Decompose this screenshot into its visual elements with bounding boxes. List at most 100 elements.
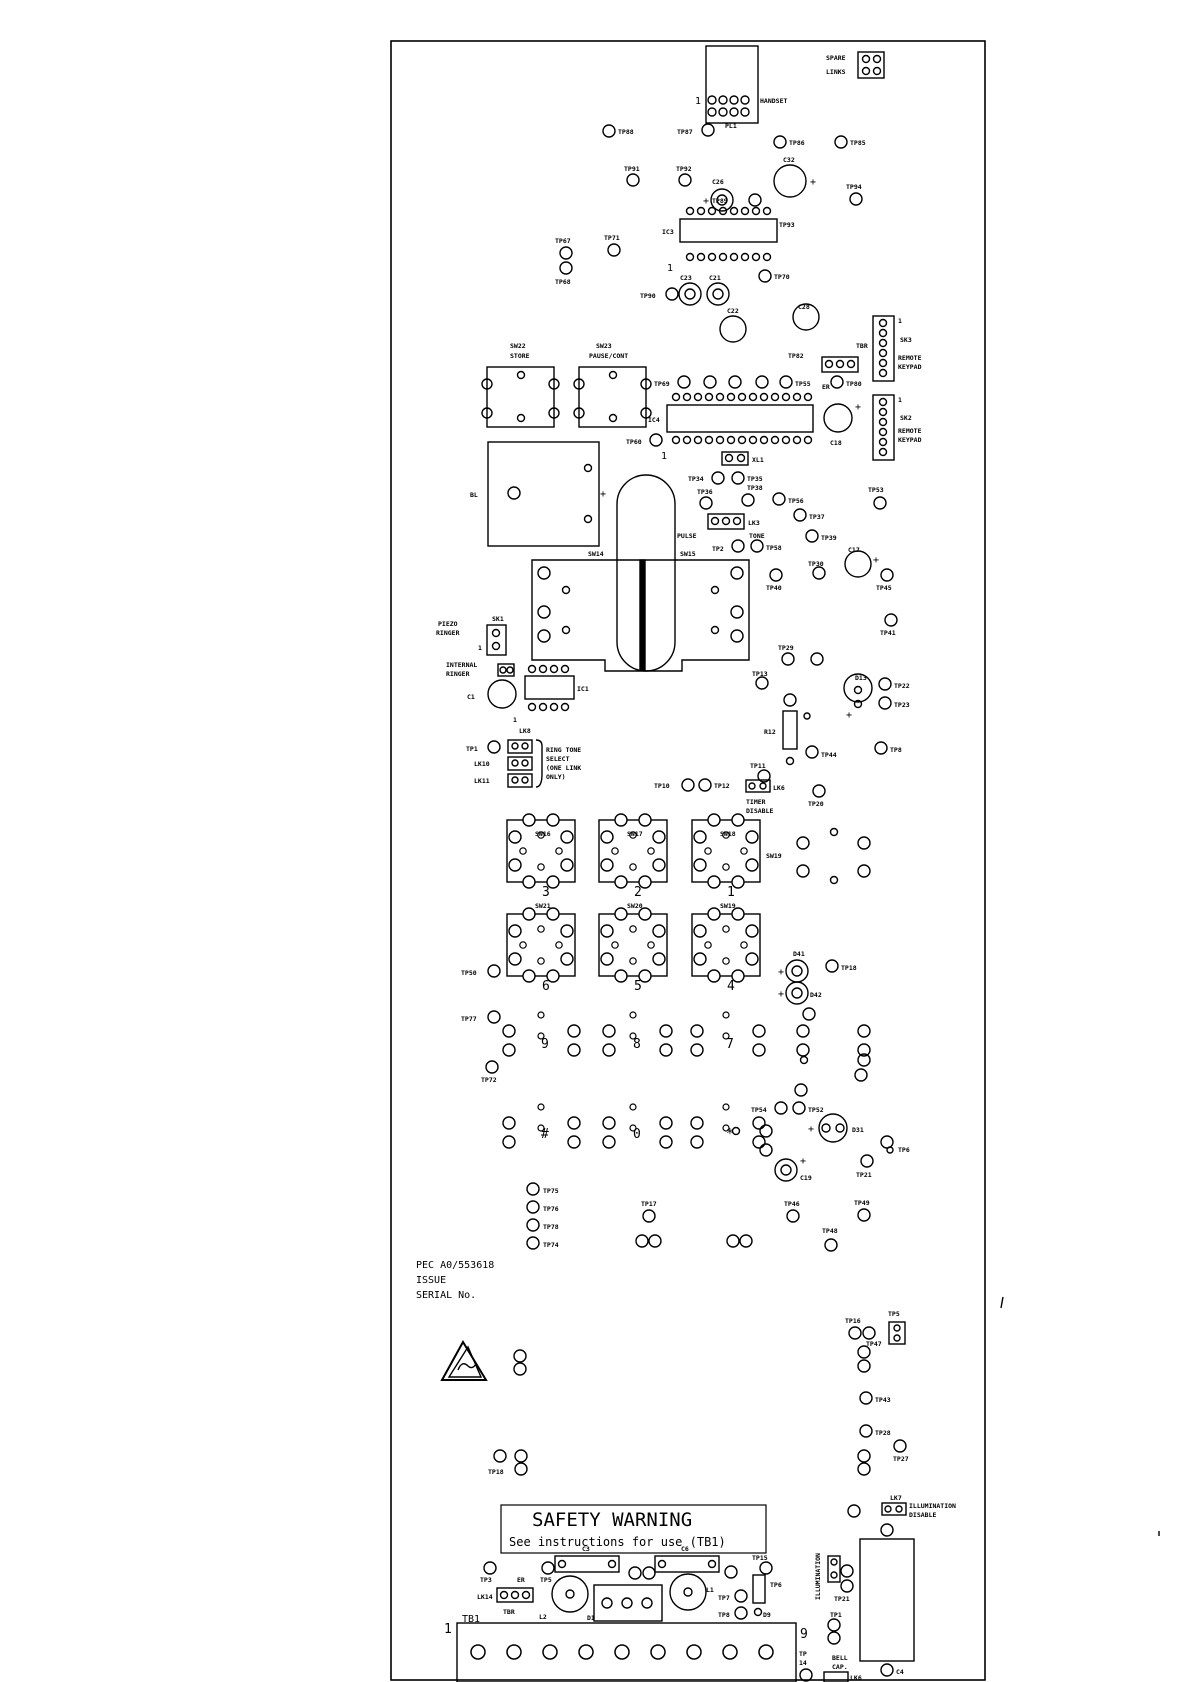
svg-text:KEYPAD: KEYPAD bbox=[898, 436, 922, 444]
tp36-label: TP36 bbox=[697, 488, 713, 496]
svg-text:14: 14 bbox=[799, 1659, 807, 1667]
tb1-label: TB1 bbox=[462, 1614, 480, 1625]
keypad-pad bbox=[502, 1043, 516, 1057]
keypad-pad bbox=[690, 1024, 704, 1038]
c32-plus: + bbox=[810, 177, 816, 188]
capacitor-c23 bbox=[678, 282, 702, 306]
d42-label: D42 bbox=[810, 991, 822, 999]
lk14-label: LK14 bbox=[477, 1593, 493, 1601]
l2-label: L2 bbox=[539, 1613, 547, 1621]
svg-text:1: 1 bbox=[667, 263, 673, 274]
tp74-label: TP74 bbox=[543, 1241, 559, 1249]
svg-text:TIMER: TIMER bbox=[746, 798, 766, 806]
keypad-pad bbox=[857, 1024, 871, 1038]
tp67-label: TP67 bbox=[555, 237, 571, 245]
svg-text:+: + bbox=[778, 967, 784, 978]
capacitor-c19 bbox=[774, 1158, 798, 1182]
keypad-pad bbox=[690, 1116, 704, 1130]
svg-text:+: + bbox=[600, 489, 606, 500]
safety-warning-box bbox=[500, 1504, 767, 1554]
board-outline bbox=[390, 40, 986, 1681]
capacitor-c28 bbox=[792, 303, 820, 331]
tp11-label: TP11 bbox=[750, 762, 766, 770]
keypad-pad bbox=[752, 1116, 766, 1130]
lk10-label: LK10 bbox=[474, 760, 490, 768]
tp10-label: TP10 bbox=[654, 782, 670, 790]
ic3-chip bbox=[679, 218, 778, 243]
tp40-label: TP40 bbox=[766, 584, 782, 592]
tp89-label: TP89 bbox=[712, 197, 728, 205]
tp87-label: TP87 bbox=[677, 128, 693, 136]
keypad-switch bbox=[506, 813, 576, 889]
link-lk7 bbox=[881, 1502, 907, 1516]
keypad-pad bbox=[752, 1043, 766, 1057]
d41-label: D41 bbox=[793, 950, 805, 958]
tp70-label: TP70 bbox=[774, 273, 790, 281]
keypad-pad bbox=[502, 1116, 516, 1130]
tp3-label: TP3 bbox=[480, 1576, 492, 1584]
tp92-label: TP92 bbox=[676, 165, 692, 173]
svg-text:RINGER: RINGER bbox=[446, 670, 470, 678]
keypad-via bbox=[722, 1011, 730, 1019]
lk11-label: LK11 bbox=[474, 777, 490, 785]
c19-label: C19 bbox=[800, 1174, 812, 1182]
tp6-label: TP6 bbox=[898, 1146, 910, 1154]
c23-label: C23 bbox=[680, 274, 692, 282]
link-lk3 bbox=[707, 513, 745, 530]
svg-text:ONLY): ONLY) bbox=[546, 773, 566, 781]
pause-cont-label: PAUSE/CONT bbox=[589, 352, 628, 360]
lk6-label: LK6 bbox=[773, 784, 785, 792]
c1-label: C1 bbox=[467, 693, 475, 701]
tp45-label: TP45 bbox=[876, 584, 892, 592]
ic1-label: IC1 bbox=[577, 685, 589, 693]
safety-warning-title: SAFETY WARNING bbox=[532, 1509, 692, 1531]
keypad-switch bbox=[691, 907, 761, 983]
capacitor-c17 bbox=[844, 550, 872, 578]
tp94-label: TP94 bbox=[846, 183, 862, 191]
store-label: STORE bbox=[510, 352, 530, 360]
sw14-label: SW14 bbox=[588, 550, 604, 558]
bl-label: BL bbox=[470, 491, 478, 499]
tp6-lower-label: TP6 bbox=[770, 1581, 782, 1589]
key-4-label: 4 bbox=[727, 979, 735, 994]
spare-links-block bbox=[857, 51, 885, 79]
keypad-pad bbox=[659, 1116, 673, 1130]
tp20-label: TP20 bbox=[808, 800, 824, 808]
tbr-label-top: TBR bbox=[856, 342, 868, 350]
keypad-pad bbox=[796, 1043, 810, 1057]
keypad-pad bbox=[567, 1135, 581, 1149]
connector-sk3 bbox=[872, 315, 895, 382]
tp28-label: TP28 bbox=[875, 1429, 891, 1437]
keypad-pad bbox=[602, 1024, 616, 1038]
keypad-pad bbox=[752, 1135, 766, 1149]
tp76-label: TP76 bbox=[543, 1205, 559, 1213]
c28-label: C28 bbox=[798, 303, 810, 311]
tp2-label: TP2 bbox=[712, 545, 724, 553]
svg-text:SELECT: SELECT bbox=[546, 755, 570, 763]
svg-text:PIEZO: PIEZO bbox=[438, 620, 458, 628]
capacitor-c3 bbox=[554, 1555, 620, 1573]
tp8-label: TP8 bbox=[890, 746, 902, 754]
svg-text:SW20: SW20 bbox=[627, 902, 643, 910]
key-star-label: * bbox=[726, 1127, 734, 1142]
tp91-label: TP91 bbox=[624, 165, 640, 173]
keypad-pad bbox=[502, 1135, 516, 1149]
d9-label: D9 bbox=[763, 1611, 771, 1619]
tp69-label: TP69 bbox=[654, 380, 670, 388]
svg-text:RING TONE: RING TONE bbox=[546, 746, 581, 754]
c17-label: C17 bbox=[848, 546, 860, 554]
c26-label: C26 bbox=[712, 178, 724, 186]
keypad-via bbox=[629, 1032, 637, 1040]
spare-links-label: SPARE bbox=[826, 54, 846, 62]
inductor-l1 bbox=[669, 1573, 707, 1611]
ic4-pins bbox=[671, 392, 813, 445]
key-6-label: 6 bbox=[542, 979, 550, 994]
pulse-label: PULSE bbox=[677, 532, 697, 540]
issue-label: ISSUE bbox=[416, 1275, 446, 1286]
keypad-pad bbox=[502, 1024, 516, 1038]
key-hash-label: # bbox=[541, 1127, 549, 1142]
tp27-label: TP27 bbox=[893, 1455, 909, 1463]
r12-label: R12 bbox=[764, 728, 776, 736]
tp18-lower-label: TP18 bbox=[488, 1468, 504, 1476]
svg-text:1: 1 bbox=[513, 716, 517, 724]
